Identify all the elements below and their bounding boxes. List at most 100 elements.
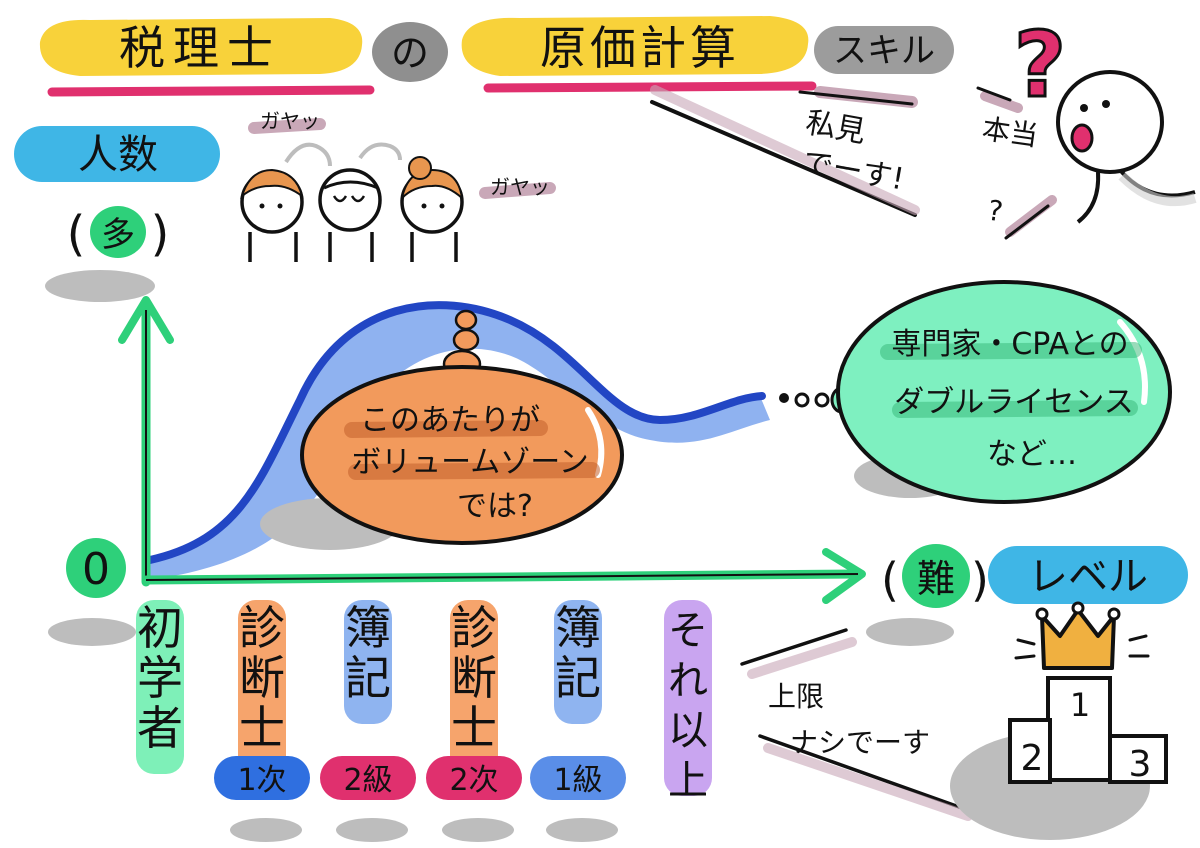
y-label-bg: [14, 126, 220, 182]
level-column-bg: [238, 600, 286, 774]
bubble-text-stroke: [348, 462, 600, 480]
level-label-char: 診: [239, 601, 285, 655]
character-eye-right: [1102, 100, 1110, 108]
person-face-center: [318, 168, 382, 232]
level-label-char: 診: [451, 601, 497, 655]
character-arm: [1076, 171, 1101, 224]
curve-fill: [150, 305, 770, 580]
crowd-illustration: ガヤッ ガヤッ: [240, 109, 556, 262]
y-axis-label: 人数: [78, 132, 158, 178]
doubting-character: ? 本当 ?: [976, 12, 1197, 240]
x-qualifier-bg: [902, 544, 970, 608]
crown-icon: [1040, 608, 1116, 670]
y-axis-label-group: 人数 ( 多 ): [14, 126, 220, 302]
podium-first-label: 1: [1070, 686, 1090, 724]
bubble-text-stroke: [344, 420, 548, 438]
back-person-2: [358, 142, 402, 161]
title-particle: の: [391, 31, 429, 75]
volume-zone-bubble: このあたりが ボリュームゾーン では?: [260, 309, 624, 550]
x-qualifier: 難: [917, 557, 955, 601]
person-body-left: [248, 232, 298, 262]
opinion-note: 私見 でーす!: [650, 85, 920, 217]
person-eye: [259, 203, 265, 209]
podium-third-label: 3: [1129, 744, 1152, 785]
level-column-bg: [450, 600, 498, 774]
x-axis-label-group: ( 難 ) レベル: [866, 544, 1188, 646]
title-group: 税理士 の 原価計算 スキル: [39, 16, 954, 97]
curve-line: [146, 301, 766, 564]
level-label-char: 断: [451, 651, 497, 705]
x-label-bg: [988, 546, 1188, 604]
level-badge-shadow: [230, 818, 302, 842]
person-hair-left: [240, 168, 304, 199]
level-label-char: 記: [345, 651, 391, 705]
origin-label: 0: [82, 544, 110, 595]
character-eye-left: [1080, 104, 1088, 112]
chatter2-bg: [479, 182, 556, 199]
limit-line1: 上限: [768, 680, 824, 713]
level-badge-label: 1級: [553, 763, 602, 798]
crown-jewel: [1107, 607, 1121, 621]
y-label-shadow: [45, 270, 155, 302]
upper-limit-note: 上限 ナシでーす: [740, 628, 973, 821]
person-bun: [408, 156, 432, 180]
thought-dot: [452, 328, 480, 352]
specialist-text-stroke: [880, 342, 1142, 360]
doubt-line1: 本当: [980, 112, 1040, 152]
person-eye: [421, 203, 427, 209]
title-highlight-2: [461, 16, 809, 76]
specialist-bubble-shape: [836, 280, 1172, 504]
title-part2: 原価計算: [540, 21, 740, 75]
back-person-1: [284, 142, 332, 167]
origin-shadow: [48, 618, 136, 646]
limit-slash-bottom: [758, 734, 964, 810]
level-badge-shadow: [336, 818, 408, 842]
doubt-stroke-top-ink: [976, 86, 1012, 102]
title-part3: スキル: [833, 31, 935, 71]
specialists-bubble: 専門家・CPAとの ダブルライセンス など…: [830, 280, 1172, 504]
level-label-char: 士: [451, 701, 497, 755]
volume-bubble-shape: [300, 365, 624, 545]
x-axis-label: レベル: [1028, 554, 1148, 600]
level-label-char: 簿: [555, 601, 601, 655]
podium-illustration: 1 2 3: [950, 601, 1168, 840]
level-label-char: 士: [239, 701, 285, 755]
specialist-text-stroke: [892, 400, 1138, 418]
y-paren-right: ): [151, 206, 170, 262]
level-column-bg: [344, 600, 392, 724]
title-skill-bg: [814, 26, 954, 74]
curve-dot: [814, 392, 830, 408]
level-badge-shadow: [442, 818, 514, 842]
level-label-char: そ: [668, 608, 708, 654]
person-eye: [439, 203, 445, 209]
level-label-char: 簿: [345, 601, 391, 655]
crown-jewel: [1035, 607, 1049, 621]
doubt-line2: ?: [986, 194, 1005, 229]
level-badge: [320, 756, 416, 800]
curve-dot: [779, 393, 789, 403]
level-label-char: 初: [137, 601, 183, 655]
limit-slash-top: [740, 628, 848, 666]
level-badge: [530, 756, 626, 800]
chatter2: ガヤッ: [490, 175, 550, 199]
title-underline-1: [47, 85, 375, 97]
chatter1-bg: [248, 118, 326, 134]
person-body-right: [410, 232, 458, 262]
level-column-bg: [554, 600, 602, 724]
opinion-stroke-bg: [814, 86, 918, 108]
y-qualifier: 多: [101, 215, 135, 255]
level-label-char: れ: [668, 658, 708, 704]
character-head: [1056, 70, 1164, 174]
y-paren-left: (: [67, 206, 86, 262]
level-badge: [426, 756, 522, 800]
level-label-char: 記: [555, 651, 601, 705]
y-axis-arrow: [118, 296, 174, 344]
specialist-line2: ダブルライセンス: [894, 385, 1133, 420]
thought-dot: [454, 309, 478, 331]
